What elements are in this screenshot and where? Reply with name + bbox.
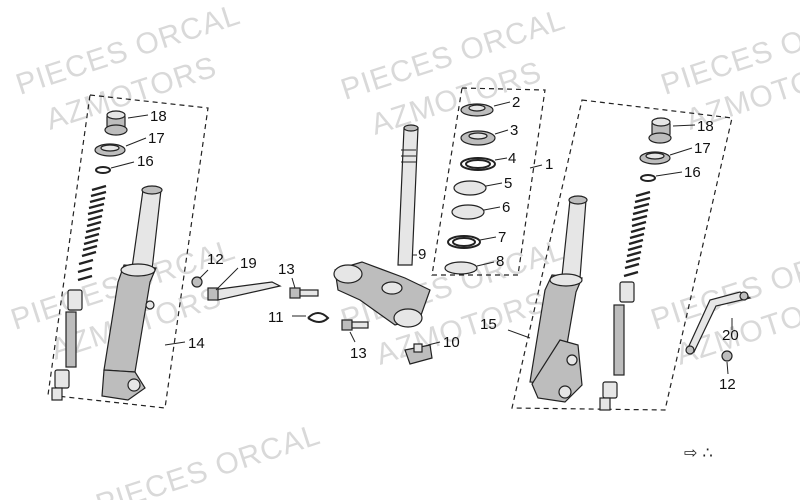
bolt-upper[interactable] <box>289 287 319 299</box>
right-tube-top <box>568 195 588 205</box>
callout-13-lower[interactable]: 13 <box>350 345 367 362</box>
left-tube-top <box>141 185 163 195</box>
lower-race <box>451 204 485 220</box>
left-axle-hole <box>127 378 141 392</box>
mount-hole-lower <box>558 385 572 399</box>
callout-1[interactable]: 1 <box>545 156 553 173</box>
callout-9[interactable]: 9 <box>418 246 426 263</box>
left-fork-frame <box>47 94 209 409</box>
upper-bearing <box>460 157 496 171</box>
callout-numbers: 18 17 16 14 19 12 13 11 13 10 9 2 3 4 1 … <box>137 94 739 393</box>
cable-clamp[interactable] <box>404 343 433 365</box>
right-rod-end <box>602 381 618 399</box>
nut-left[interactable] <box>191 276 203 288</box>
stem-thread <box>401 149 416 163</box>
hose-bracket[interactable] <box>207 281 282 301</box>
left-o-ring[interactable] <box>95 166 111 174</box>
left-fork-assembly <box>51 110 163 401</box>
callout-16-right[interactable]: 16 <box>684 164 701 181</box>
callout-18-left[interactable]: 18 <box>150 108 167 125</box>
right-leg-clamp <box>549 273 583 287</box>
callout-13-upper[interactable]: 13 <box>278 261 295 278</box>
nut-right[interactable] <box>721 350 733 362</box>
left-leg-boss <box>145 300 155 310</box>
callout-12-right[interactable]: 12 <box>719 376 736 393</box>
callout-6[interactable]: 6 <box>502 199 510 216</box>
clamp-left-eye <box>333 264 363 284</box>
callout-12-left[interactable]: 12 <box>207 251 224 268</box>
callout-19[interactable]: 19 <box>240 255 257 272</box>
right-rod-base <box>599 397 611 411</box>
clamp-center <box>381 281 403 295</box>
callout-15[interactable]: 15 <box>480 316 497 333</box>
callout-3[interactable]: 3 <box>510 122 518 139</box>
callout-5[interactable]: 5 <box>504 175 512 192</box>
callout-18-right[interactable]: 18 <box>697 118 714 135</box>
left-rod-piston <box>67 289 83 311</box>
left-seal-washer[interactable] <box>94 143 126 157</box>
callout-8[interactable]: 8 <box>496 253 504 270</box>
right-o-ring[interactable] <box>640 174 656 182</box>
brake-hose-bracket[interactable] <box>685 291 752 355</box>
right-fork-spring <box>623 190 651 278</box>
left-rod-base <box>51 387 63 401</box>
left-damper-rod <box>65 311 77 368</box>
dust-seal <box>444 261 478 275</box>
steering-stem-assembly[interactable] <box>333 124 431 328</box>
right-inner-tube <box>561 199 587 279</box>
left-fork-spring <box>81 184 107 258</box>
callout-11[interactable]: 11 <box>268 309 284 326</box>
right-seal-washer[interactable] <box>639 151 671 165</box>
lower-bearing <box>447 235 481 249</box>
stem-top <box>403 124 419 132</box>
left-leg-clamp <box>120 263 156 277</box>
callout-17-right[interactable]: 17 <box>694 140 711 157</box>
callout-20[interactable]: 20 <box>722 327 739 344</box>
leader-lines <box>110 101 733 375</box>
direction-arrow-icon: ⇨ ∴ <box>684 443 713 462</box>
right-damper-rod <box>613 304 625 376</box>
right-fork-frame <box>511 99 733 411</box>
bearing-set-frame <box>431 87 546 276</box>
left-rod-end <box>54 369 70 389</box>
callout-4[interactable]: 4 <box>508 150 516 167</box>
callout-2[interactable]: 2 <box>512 94 520 111</box>
left-axle-lug <box>101 369 146 401</box>
upper-race <box>453 180 487 196</box>
steering-stem-tube <box>397 127 419 266</box>
callout-14[interactable]: 14 <box>188 335 205 352</box>
watermark: PIECES ORCAL <box>92 418 324 500</box>
right-fork-assembly <box>529 117 672 411</box>
left-cap-bolt[interactable] <box>104 110 128 136</box>
callout-10[interactable]: 10 <box>443 334 460 351</box>
right-cap-bolt[interactable] <box>648 117 672 144</box>
callout-17-left[interactable]: 17 <box>148 130 165 147</box>
steering-bearing-set[interactable] <box>444 103 496 275</box>
right-rod-piston <box>619 281 635 303</box>
mount-hole-upper <box>566 354 578 366</box>
bolt-lower[interactable] <box>341 319 369 331</box>
callout-7[interactable]: 7 <box>498 229 506 246</box>
circlip[interactable] <box>307 312 330 323</box>
callout-16-left[interactable]: 16 <box>137 153 154 170</box>
left-fork-spring-lower <box>77 258 94 282</box>
clamp-right-eye <box>393 308 423 328</box>
